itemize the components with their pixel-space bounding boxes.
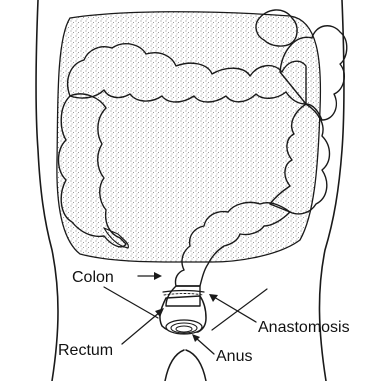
anastomosis-label: Anastomosis xyxy=(258,319,350,336)
anus xyxy=(166,320,202,334)
anastomosis-pointer xyxy=(209,294,256,322)
torso-left-outline xyxy=(36,0,58,381)
abdominal-cavity xyxy=(57,12,321,262)
anus-label: Anus xyxy=(216,348,252,365)
rectum-label: Rectum xyxy=(58,342,113,359)
pelvis-line-left xyxy=(104,287,158,318)
colon-label: Colon xyxy=(72,269,114,286)
leg-left-inner xyxy=(165,350,184,381)
leg-right-inner xyxy=(186,350,206,381)
anus-pointer xyxy=(192,334,214,354)
rectum-pointer xyxy=(122,308,164,344)
colon-pointer xyxy=(138,272,162,280)
